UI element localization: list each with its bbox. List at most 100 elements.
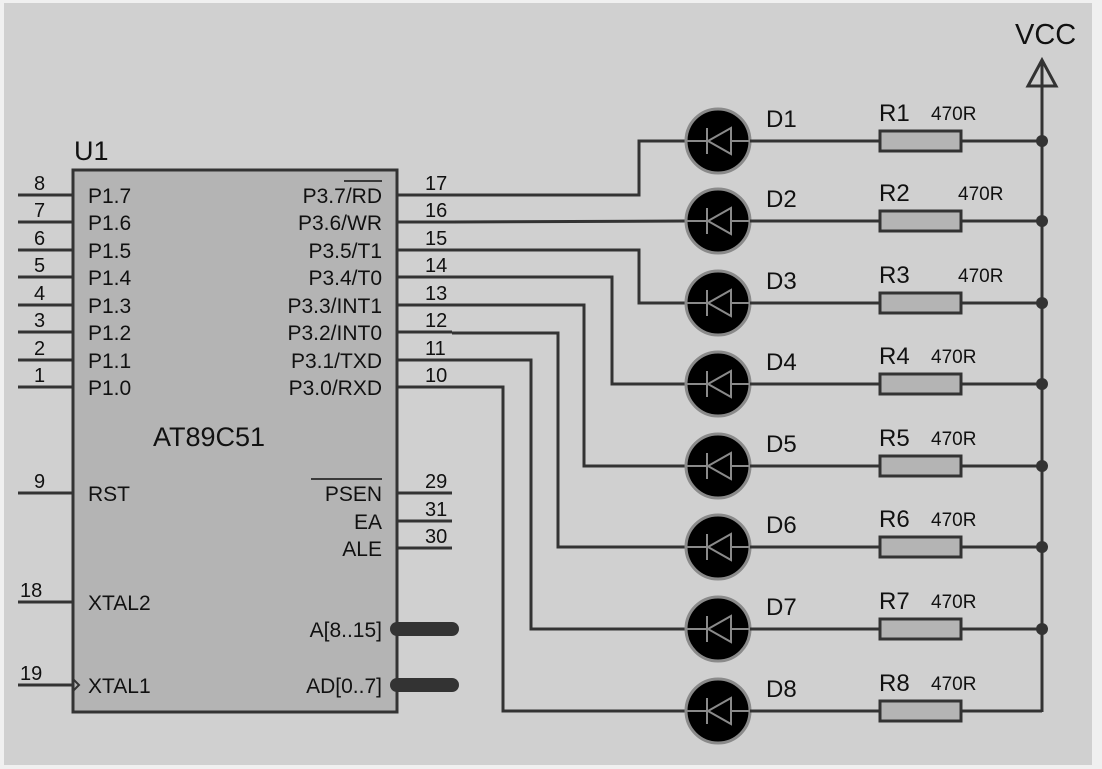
junction-dot <box>1036 460 1048 472</box>
chip-pin-left[interactable]: 5P1.4 <box>18 255 132 290</box>
led-label: D5 <box>766 431 797 458</box>
pin-name: P1.0 <box>88 377 131 400</box>
pin-number: 5 <box>34 255 45 277</box>
resistor-value: 470R <box>931 347 976 368</box>
pin-name: PSEN <box>325 483 382 506</box>
diode-icon <box>705 451 732 481</box>
wires <box>451 139 687 713</box>
diode-icon <box>705 696 732 726</box>
pin-name: P3.4/T0 <box>308 267 382 290</box>
chip-pin-left[interactable]: 7P1.6 <box>18 200 131 235</box>
pin-name: ALE <box>342 538 382 561</box>
led-label: D1 <box>766 106 797 133</box>
led-label: D3 <box>766 268 797 295</box>
resistor-label: R7 <box>879 588 910 615</box>
resistor-body <box>878 372 963 396</box>
chip-pin-left[interactable]: 2P1.1 <box>18 338 131 373</box>
pin-name: P1.2 <box>88 322 131 345</box>
pin-number: 30 <box>425 526 447 548</box>
pin-number: 13 <box>425 283 447 305</box>
led-channel[interactable]: D6 R6 470R <box>684 506 1048 581</box>
pin-number: 3 <box>34 310 45 332</box>
diode-icon <box>705 532 732 562</box>
chip-part-number: AT89C51 <box>153 422 265 452</box>
led-label: D7 <box>766 594 797 621</box>
led-d4[interactable]: D4 <box>684 349 797 418</box>
led-d2[interactable]: D2 <box>684 186 797 255</box>
wire-net <box>452 139 686 197</box>
wire-net <box>451 219 687 224</box>
resistor-value: 470R <box>958 184 1003 205</box>
clock-input-icon <box>72 678 81 692</box>
resistor-body <box>878 617 963 641</box>
chip-pin-left[interactable]: 8P1.7 <box>18 173 131 208</box>
bus-name: AD[0..7] <box>306 675 382 698</box>
resistor-label: R6 <box>879 506 910 533</box>
led-d1[interactable]: D1 <box>684 106 797 175</box>
led-channel[interactable]: D8 R8 470R <box>684 670 1042 745</box>
bus-terminal[interactable]: AD[0..7] <box>306 675 459 698</box>
chip-pin-left[interactable]: 4P1.3 <box>18 283 131 318</box>
pin-number: 2 <box>34 338 45 360</box>
pin-name: P1.7 <box>88 185 131 208</box>
diode-icon <box>705 126 732 156</box>
wire-net <box>452 248 686 305</box>
resistor-r8[interactable]: R8 470R <box>878 670 976 723</box>
pin-name: P3.7/RD <box>303 185 382 208</box>
resistor-body <box>878 291 963 315</box>
led-d3[interactable]: D3 <box>684 268 797 337</box>
chip-pin-left[interactable]: 6P1.5 <box>18 228 131 263</box>
resistor-r6[interactable]: R6 470R <box>878 506 976 559</box>
pin-number: 19 <box>20 663 42 685</box>
pin-number: 8 <box>34 173 45 195</box>
pin-number: 7 <box>34 200 45 222</box>
pin-name: P1.5 <box>88 240 131 263</box>
resistor-body <box>878 699 963 723</box>
bus-name: A[8..15] <box>310 619 382 642</box>
chip-u1[interactable]: U1 AT89C51 8P1.77P1.66P1.55P1.44P1.33P1.… <box>18 136 459 714</box>
bus-terminal[interactable]: A[8..15] <box>310 619 459 642</box>
pin-number: 10 <box>425 365 447 387</box>
chip-pin-left[interactable]: 3P1.2 <box>18 310 131 345</box>
chip-pin-left[interactable]: 1P1.0 <box>18 365 131 400</box>
pin-number: 4 <box>34 283 45 305</box>
led-label: D4 <box>766 349 797 376</box>
resistor-value: 470R <box>931 510 976 531</box>
pin-name: P3.0/RXD <box>289 377 382 400</box>
led-d6[interactable]: D6 <box>684 512 797 581</box>
pin-name: P3.5/T1 <box>308 240 382 263</box>
resistor-label: R8 <box>879 670 910 697</box>
resistor-value: 470R <box>931 104 976 125</box>
resistor-body <box>878 209 963 233</box>
resistor-value: 470R <box>931 674 976 695</box>
chip-reference: U1 <box>74 136 109 166</box>
led-d8[interactable]: D8 <box>684 676 797 745</box>
pin-name: P3.3/INT1 <box>287 295 382 318</box>
